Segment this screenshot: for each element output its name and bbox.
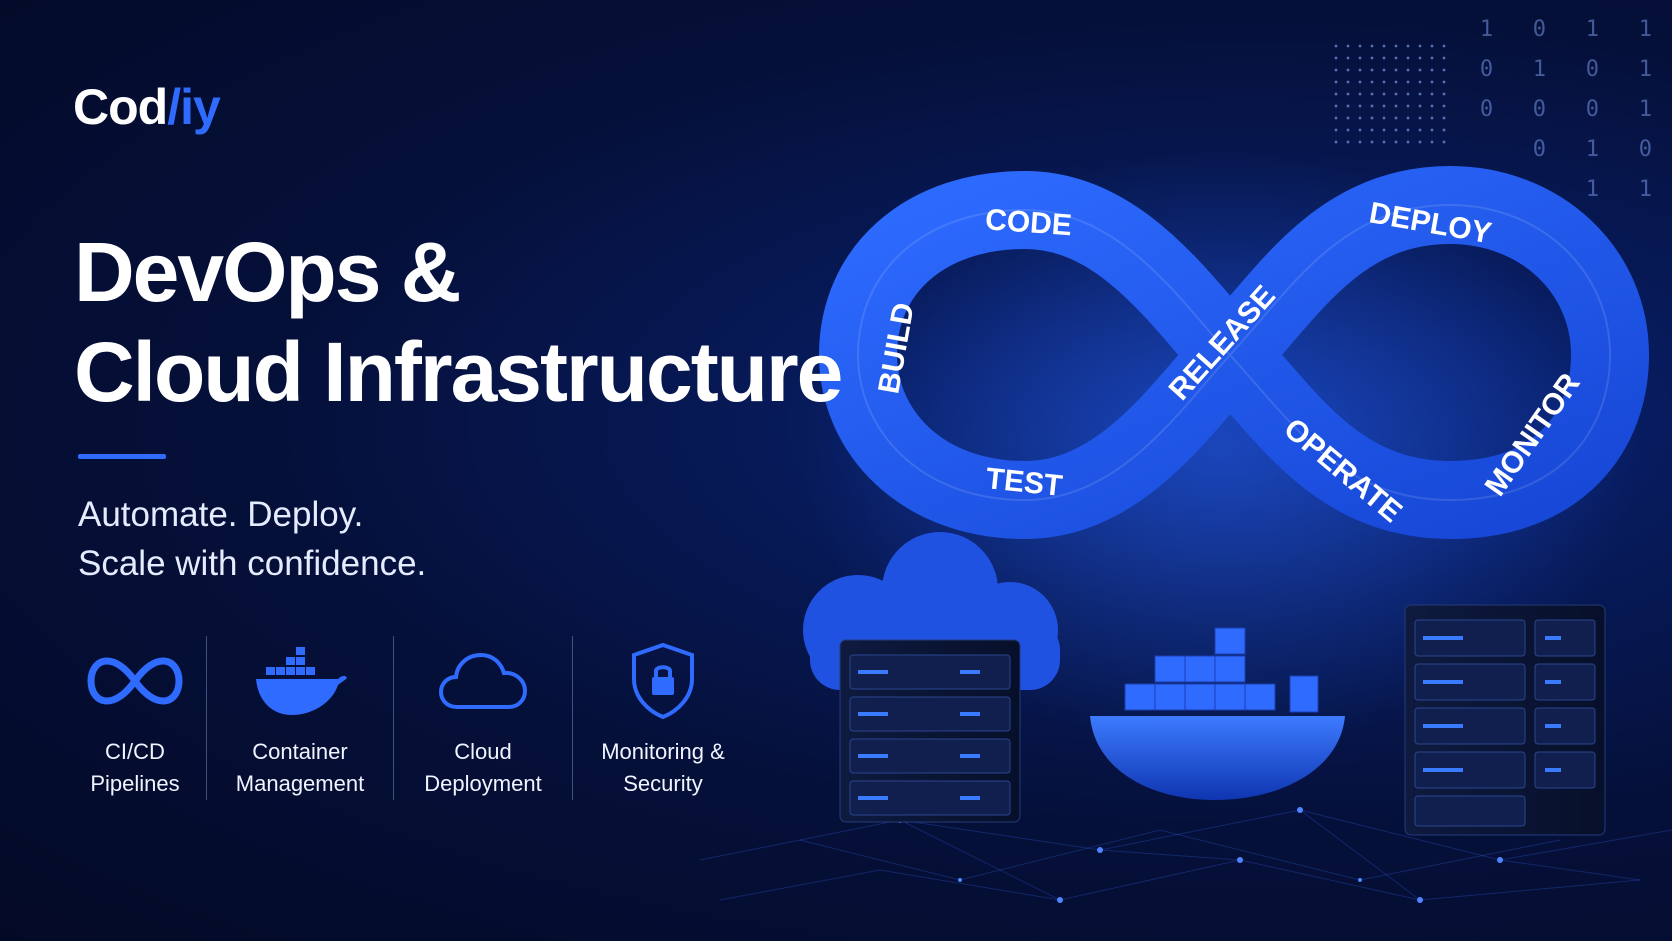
dot-grid-decoration — [1330, 40, 1450, 150]
page-title: DevOps & Cloud Infrastructure — [74, 222, 843, 422]
server-rack-left — [839, 639, 1021, 823]
stage-test: TEST — [984, 462, 1064, 503]
network-nodes — [897, 807, 1503, 903]
devops-infinity-loop — [819, 166, 1649, 539]
network-floor — [699, 809, 1672, 901]
brand-logo: Cod/iy — [73, 78, 221, 136]
feature-label-line1: CI/CD — [105, 739, 165, 764]
title-line-1: DevOps & — [74, 225, 461, 319]
tagline: Automate. Deploy. Scale with confidence. — [78, 490, 426, 588]
feature-security: Monitoring & Security — [572, 636, 753, 800]
feature-label-line1: Monitoring & — [601, 739, 725, 764]
title-line-2: Cloud Infrastructure — [74, 325, 843, 419]
feature-cloud: Cloud Deployment — [393, 636, 572, 800]
tagline-line-1: Automate. Deploy. — [78, 495, 364, 534]
feature-label-line2: Security — [623, 771, 703, 796]
feature-list: CI/CD Pipelines Container Management — [64, 636, 753, 800]
feature-label-line1: Cloud — [454, 739, 512, 764]
binary-rain-decoration: 1 0 1 1 0 1 0 1 0 0 0 1 0 1 0 1 1 — [1479, 17, 1652, 202]
infinity-icon — [64, 636, 206, 726]
cloud-icon — [394, 636, 572, 726]
tagline-line-2: Scale with confidence. — [78, 544, 427, 583]
feature-label-line2: Pipelines — [90, 771, 180, 796]
brand-name-accent: /iy — [167, 79, 221, 135]
title-underline — [78, 454, 166, 459]
shield-lock-icon — [573, 636, 753, 726]
container-ship — [1090, 627, 1345, 800]
stage-code: CODE — [984, 203, 1073, 242]
container-whale-icon — [207, 636, 393, 726]
feature-container: Container Management — [206, 636, 393, 800]
server-rack-right — [1404, 604, 1606, 836]
brand-name-main: Cod — [73, 79, 168, 135]
feature-label-line2: Deployment — [424, 771, 542, 796]
feature-label-line2: Management — [235, 771, 365, 796]
feature-label-line1: Container — [252, 739, 348, 764]
feature-cicd: CI/CD Pipelines — [64, 636, 206, 800]
